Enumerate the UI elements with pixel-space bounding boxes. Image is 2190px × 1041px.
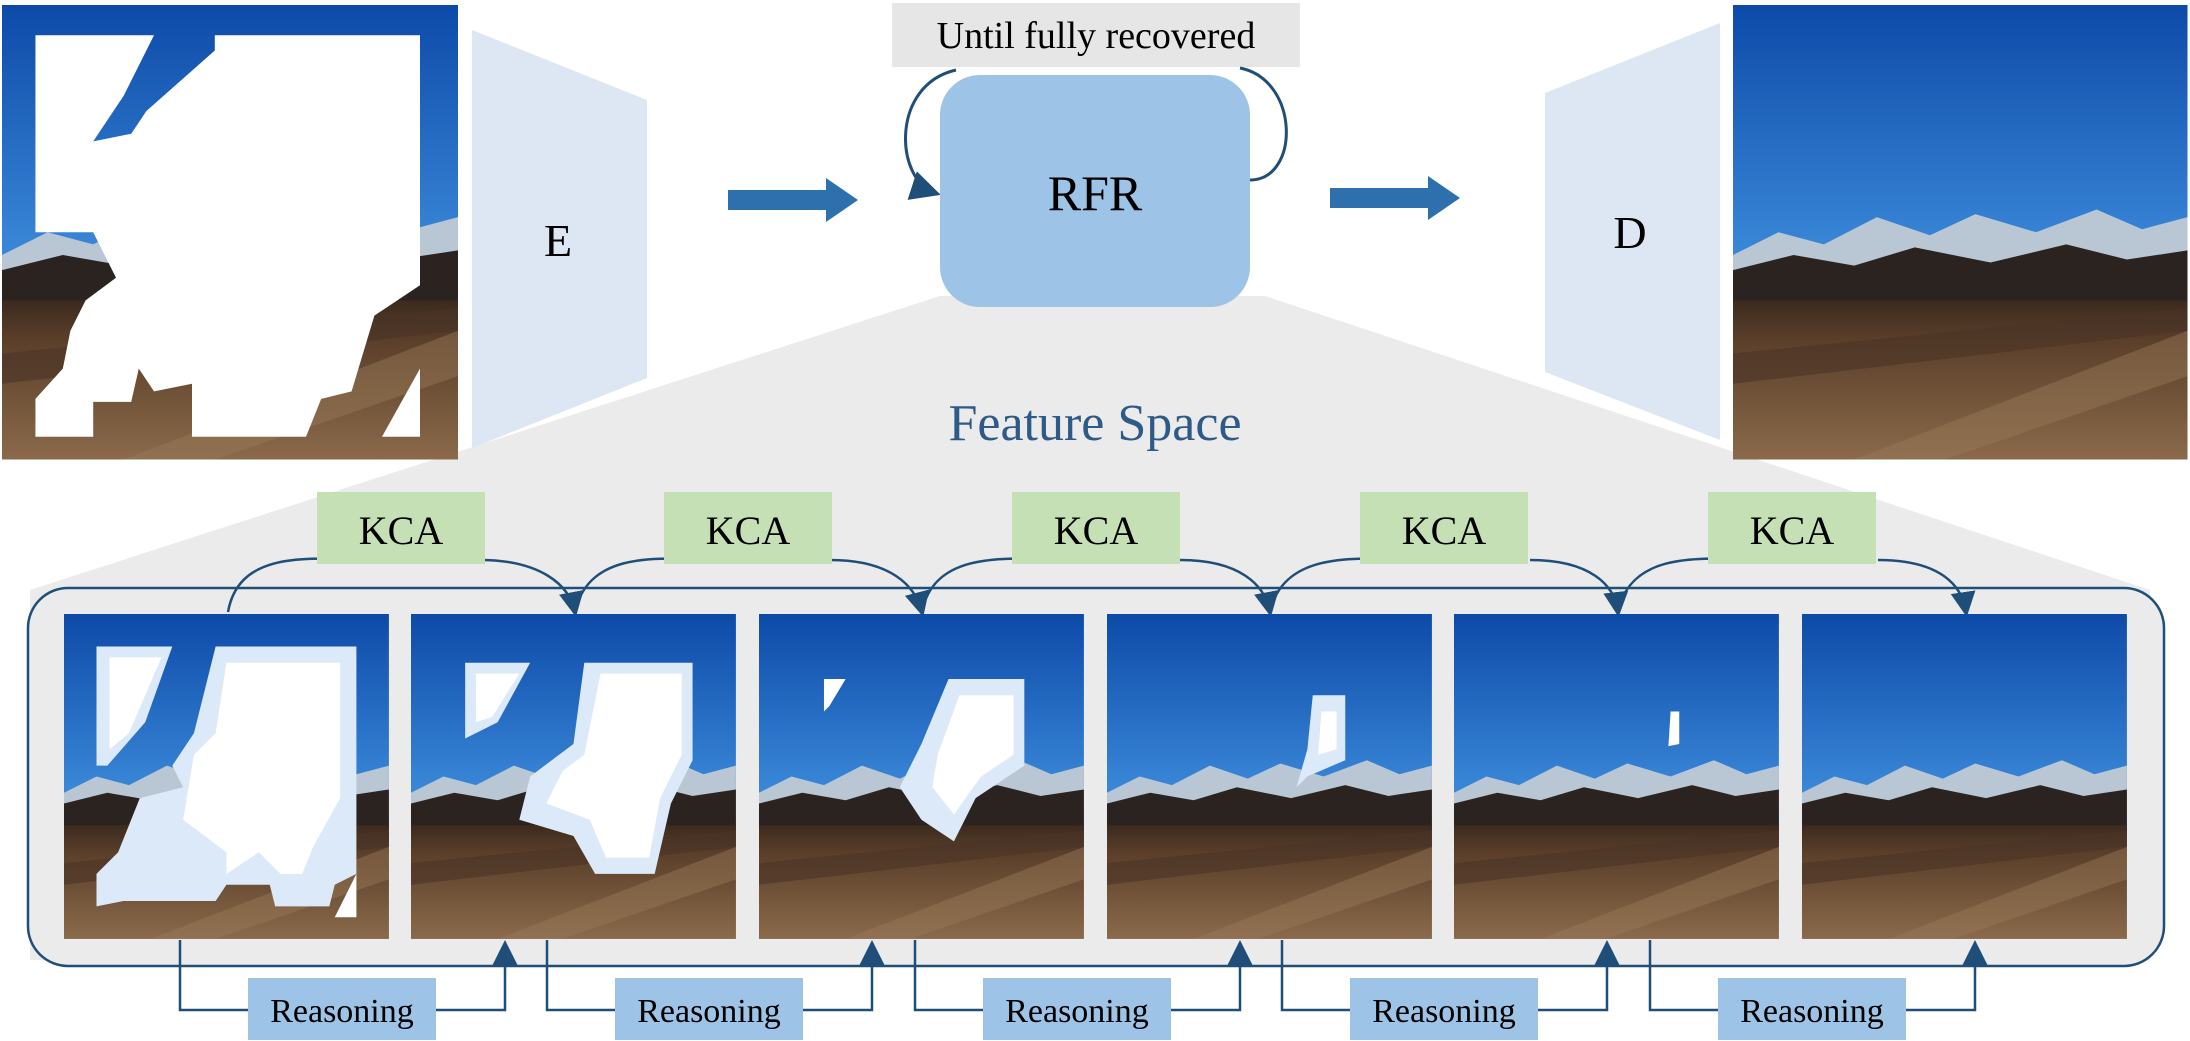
kca-box-4: KCA — [1360, 492, 1528, 564]
loop-label: Until fully recovered — [937, 15, 1256, 57]
reasoning-box-1: Reasoning — [248, 978, 436, 1040]
kca-label-2: KCA — [706, 508, 791, 553]
feature-map-5 — [1454, 614, 1779, 939]
reasoning-label-2: Reasoning — [637, 993, 781, 1030]
feature-map-2 — [411, 614, 736, 939]
kca-label-4: KCA — [1402, 508, 1487, 553]
reasoning-label-5: Reasoning — [1740, 993, 1884, 1030]
kca-box-3: KCA — [1012, 492, 1180, 564]
feature-map-3 — [759, 614, 1084, 939]
feature-map-6 — [1802, 614, 2127, 939]
kca-box-5: KCA — [1708, 492, 1876, 564]
decoder-block — [1545, 23, 1720, 440]
rfr-label: RFR — [1048, 165, 1143, 221]
feature-space-label: Feature Space — [948, 395, 1241, 452]
decoder-label: D — [1613, 207, 1646, 258]
encoder-block — [472, 30, 647, 448]
feature-map-4 — [1107, 614, 1432, 939]
kca-box-1: KCA — [317, 492, 485, 564]
loop-arrow — [904, 66, 1288, 193]
reasoning-box-3: Reasoning — [983, 978, 1171, 1040]
rfr-block — [940, 75, 1250, 307]
reasoning-label-1: Reasoning — [270, 993, 414, 1030]
encoder-label: E — [544, 215, 572, 266]
reasoning-box-2: Reasoning — [615, 978, 803, 1040]
reasoning-box-4: Reasoning — [1350, 978, 1538, 1040]
reasoning-label-4: Reasoning — [1372, 993, 1516, 1030]
input-mask — [35, 35, 420, 437]
reasoning-box-5: Reasoning — [1718, 978, 1906, 1040]
input-masked-image — [2, 5, 458, 460]
feature-map-1 — [64, 614, 389, 939]
arrow-encoder-to-rfr — [728, 178, 858, 222]
kca-label-1: KCA — [359, 508, 444, 553]
kca-label-5: KCA — [1750, 508, 1835, 553]
reasoning-label-3: Reasoning — [1005, 993, 1149, 1030]
output-recovered-image — [1733, 5, 2188, 460]
arrow-rfr-to-decoder — [1330, 176, 1460, 220]
kca-label-3: KCA — [1054, 508, 1139, 553]
loop-label-box — [892, 3, 1300, 67]
kca-box-2: KCA — [664, 492, 832, 564]
